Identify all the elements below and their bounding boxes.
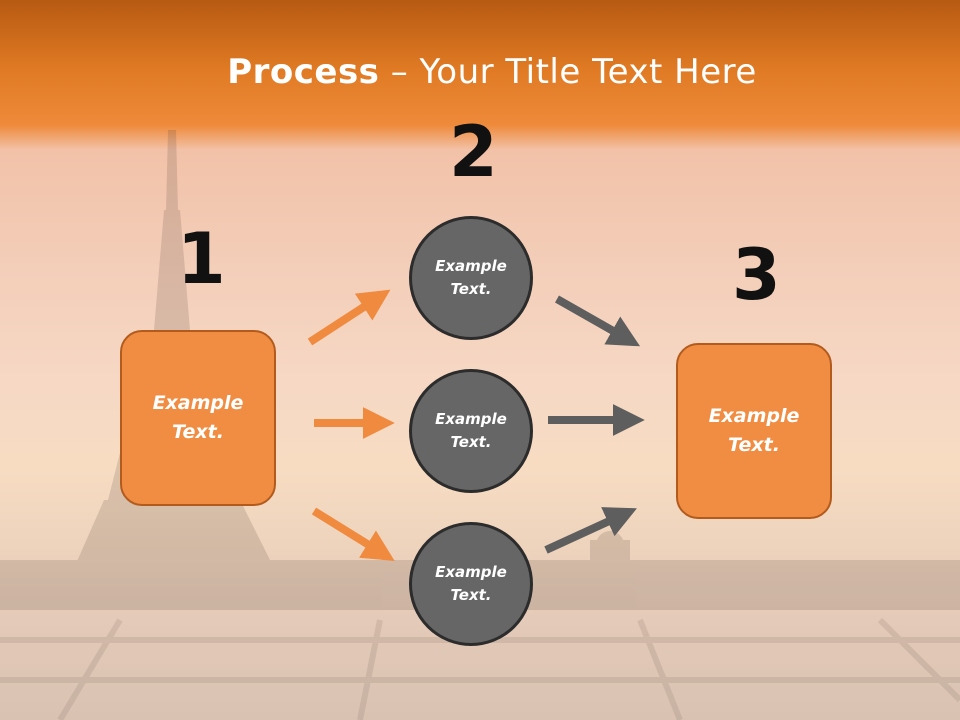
step-3-text: Example Text. — [708, 405, 800, 456]
step-2-circle-middle: Example Text. — [409, 369, 533, 493]
circle-top-text: Example Text. — [435, 257, 507, 298]
slide-title: Process – Your Title Text Here — [0, 52, 960, 92]
title-bold: Process — [227, 52, 380, 92]
step-1-text: Example Text. — [152, 392, 244, 443]
circle-bottom-text: Example Text. — [435, 563, 507, 604]
step-2-circle-top: Example Text. — [409, 216, 533, 340]
circle-middle-text: Example Text. — [435, 410, 507, 451]
step-1-box: Example Text. — [120, 330, 276, 506]
step-3-box: Example Text. — [676, 343, 832, 519]
gray-arrow-down — [555, 295, 641, 347]
step-number-1: 1 — [177, 218, 226, 300]
orange-arrow-up — [307, 289, 391, 346]
step-number-2: 2 — [449, 111, 498, 193]
step-2-circle-bottom: Example Text. — [409, 522, 533, 646]
step-number-3: 3 — [732, 234, 781, 316]
orange-arrow-down — [311, 507, 395, 561]
title-rest: – Your Title Text Here — [379, 52, 757, 92]
gray-arrow-up — [544, 507, 637, 554]
